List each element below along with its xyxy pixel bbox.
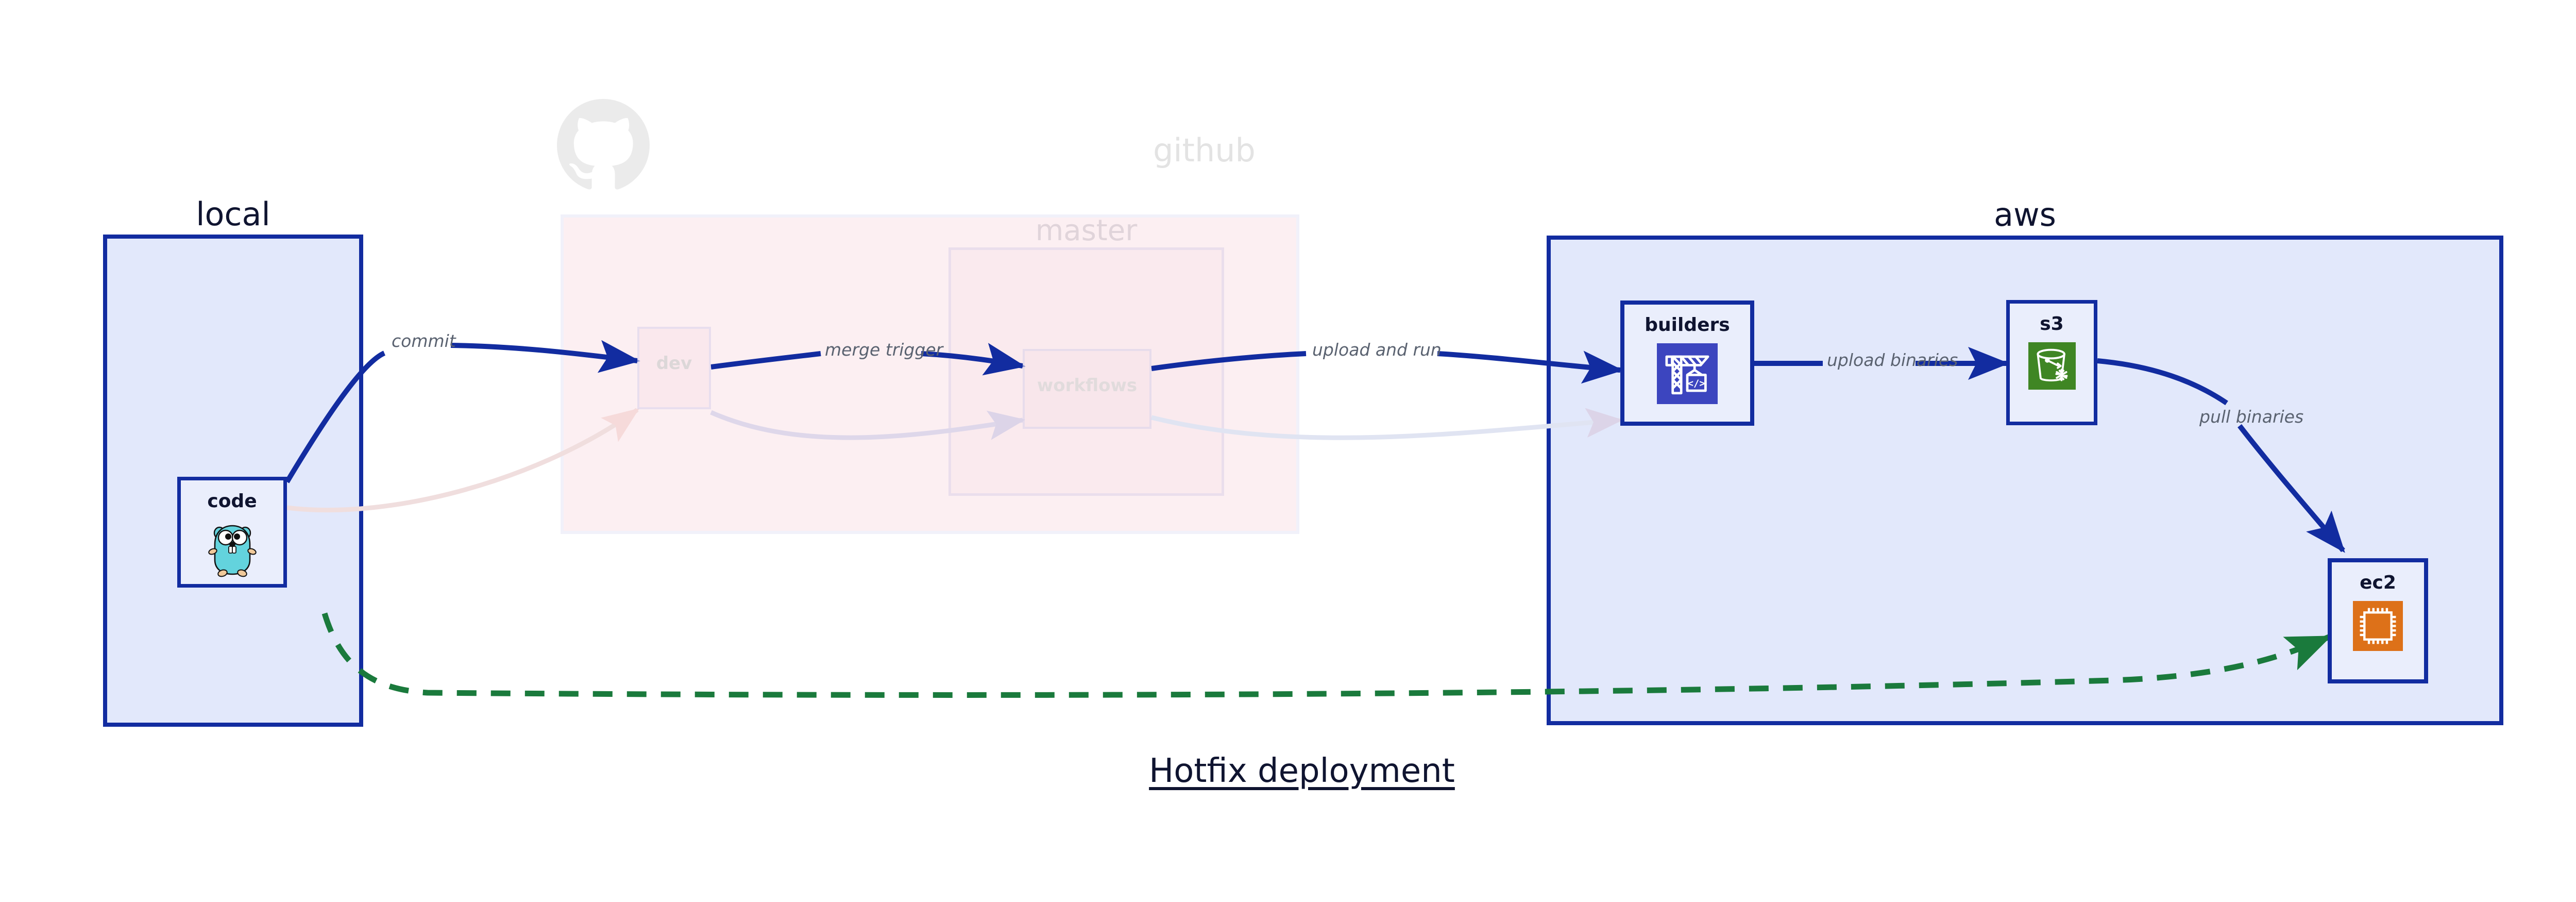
node-code[interactable]: code — [177, 477, 287, 588]
node-builders[interactable]: builders </> — [1620, 300, 1754, 426]
github-octocat-icon — [557, 99, 650, 190]
cluster-label-master: master — [1035, 214, 1138, 247]
node-dev[interactable]: dev — [637, 327, 711, 409]
edge-label-pull-binaries: pull binaries — [2199, 407, 2304, 427]
node-workflows-label: workflows — [1037, 375, 1138, 396]
node-ec2[interactable]: ec2 — [2328, 558, 2428, 683]
node-dev-label: dev — [656, 353, 692, 374]
node-ec2-label: ec2 — [2360, 572, 2396, 593]
diagram-title: Hotfix deployment — [1149, 752, 1455, 790]
edge-label-upload-binaries: upload binaries — [1827, 350, 1958, 370]
node-code-label: code — [207, 491, 257, 512]
node-s3[interactable]: s3 — [2006, 300, 2097, 425]
cluster-label-aws: aws — [1993, 196, 2056, 233]
edge-label-commit: commit — [392, 331, 456, 351]
cluster-label-local: local — [196, 195, 270, 233]
node-builders-label: builders — [1645, 314, 1730, 336]
aws-codebuild-icon: </> — [1657, 343, 1718, 404]
aws-s3-glacier-icon — [2028, 342, 2076, 390]
node-s3-label: s3 — [2040, 313, 2064, 335]
cluster-label-github: github — [1153, 131, 1256, 169]
edge-label-merge-trigger: merge trigger — [825, 340, 943, 360]
svg-text:</>: </> — [1688, 378, 1705, 389]
aws-ec2-icon — [2353, 601, 2403, 651]
go-gopher-icon — [208, 525, 257, 577]
edge-label-upload-and-run: upload and run — [1312, 340, 1442, 360]
node-workflows[interactable]: workflows — [1023, 349, 1151, 429]
